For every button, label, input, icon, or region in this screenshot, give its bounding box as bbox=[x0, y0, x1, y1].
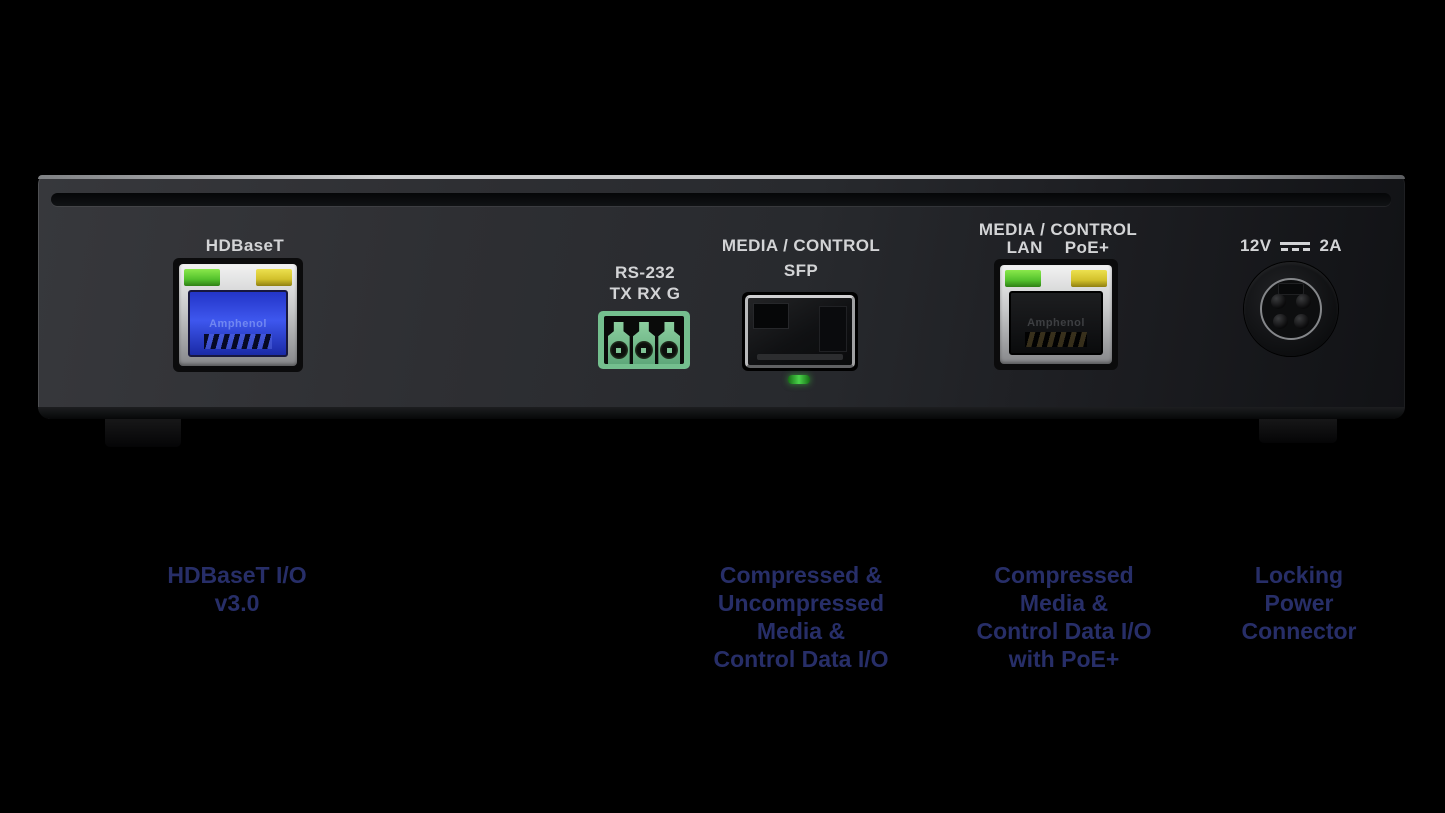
rj45-bezel: Amphenol bbox=[179, 264, 297, 366]
lan-down-arrow-icon bbox=[1026, 449, 1060, 556]
terminal-screw-hole bbox=[634, 341, 653, 359]
power-current-label: 2A bbox=[1319, 236, 1342, 255]
annotation-line: v3.0 bbox=[214, 590, 260, 616]
chassis-bottom-lip bbox=[38, 407, 1405, 419]
sfp-cage-frame bbox=[745, 295, 855, 368]
hdbaset-down-arrow-icon bbox=[203, 449, 237, 556]
power-pin bbox=[1273, 314, 1288, 329]
annotation-line: Media & bbox=[756, 618, 846, 644]
terminal-screw-hole bbox=[660, 341, 679, 359]
lan-up-arrow-icon bbox=[1063, 447, 1097, 554]
power-up-arrow-icon bbox=[1282, 448, 1316, 555]
connector-brand-text: Amphenol bbox=[209, 317, 267, 330]
locking-power-connector bbox=[1244, 262, 1338, 356]
terminal-screw-dot bbox=[616, 347, 622, 353]
annotation-line: Power bbox=[1264, 590, 1334, 616]
lan-poe-port: Amphenol bbox=[994, 259, 1118, 370]
chassis-top-edge bbox=[38, 175, 1405, 179]
annotation-line: HDBaseT I/O bbox=[167, 562, 307, 588]
activity-led-yellow-icon bbox=[1071, 270, 1107, 287]
device-foot-left bbox=[105, 415, 181, 447]
device-foot-right bbox=[1259, 415, 1337, 443]
rs232-pins-label: TX RX G bbox=[609, 284, 681, 303]
power-pin bbox=[1271, 294, 1286, 309]
rs232-label: RS-232 bbox=[614, 263, 676, 282]
terminal-screw-hole bbox=[609, 341, 628, 359]
power-connector-ring bbox=[1260, 278, 1322, 340]
connector-brand-text: Amphenol bbox=[1027, 317, 1085, 329]
dc-voltage-icon bbox=[1280, 241, 1311, 251]
terminal-pin-g bbox=[658, 322, 681, 364]
rj45-bezel: Amphenol bbox=[1000, 265, 1112, 364]
sfp-group-label: MEDIA / CONTROL bbox=[721, 236, 881, 255]
sfp-cage-recess bbox=[819, 306, 847, 352]
rj45-cavity: Amphenol bbox=[188, 290, 288, 357]
lan-label: LAN bbox=[1006, 238, 1043, 257]
sfp-cage-slot bbox=[757, 354, 843, 360]
rs232-terminal-block bbox=[598, 311, 690, 369]
rj45-contact-pins bbox=[204, 334, 272, 349]
power-label: 12V 2A bbox=[1208, 236, 1374, 256]
power-pin bbox=[1296, 294, 1311, 309]
terminal-block-inner bbox=[604, 316, 684, 364]
hdbaset-annotation: HDBaseT I/O v3.0 bbox=[97, 561, 377, 617]
power-voltage-label: 12V bbox=[1240, 236, 1272, 255]
annotation-line: Media & bbox=[1019, 590, 1109, 616]
sfp-annotation: Compressed & Uncompressed Media & Contro… bbox=[661, 561, 941, 673]
terminal-pin-tx bbox=[607, 322, 630, 364]
annotation-line: Locking bbox=[1254, 562, 1344, 588]
terminal-pin-rx bbox=[632, 322, 655, 364]
sfp-status-led-icon bbox=[788, 375, 810, 384]
terminal-screw-dot bbox=[641, 347, 647, 353]
hdbaset-label: HDBaseT bbox=[205, 236, 285, 255]
hdbaset-up-arrow-icon bbox=[239, 447, 273, 554]
annotation-line: with PoE+ bbox=[1008, 646, 1120, 672]
power-pin bbox=[1294, 314, 1309, 329]
sfp-up-arrow-icon bbox=[803, 447, 837, 554]
dc-dashed-line bbox=[1280, 247, 1310, 251]
rj45-cavity: Amphenol bbox=[1009, 291, 1103, 355]
rj45-contact-pins bbox=[1025, 332, 1087, 347]
sfp-cage-recess bbox=[753, 303, 789, 329]
annotation-line: Control Data I/O bbox=[976, 618, 1152, 644]
annotation-line: Compressed bbox=[994, 562, 1134, 588]
annotation-line: Uncompressed bbox=[717, 590, 885, 616]
activity-led-yellow-icon bbox=[256, 269, 292, 286]
annotation-line: Connector bbox=[1241, 618, 1357, 644]
lan-annotation: Compressed Media & Control Data I/O with… bbox=[924, 561, 1204, 673]
power-connector-notch bbox=[1278, 283, 1304, 295]
power-annotation: Locking Power Connector bbox=[1159, 561, 1439, 645]
terminal-screw-dot bbox=[666, 347, 672, 353]
link-led-green-icon bbox=[184, 269, 220, 286]
hdbaset-port: Amphenol bbox=[173, 258, 303, 372]
link-led-green-icon bbox=[1005, 270, 1041, 287]
sfp-label: SFP bbox=[783, 261, 819, 280]
lan-group-label: MEDIA / CONTROL bbox=[978, 220, 1138, 239]
poe-label: PoE+ bbox=[1064, 238, 1110, 257]
chassis-vent-slot bbox=[51, 193, 1391, 206]
sfp-cage bbox=[742, 292, 858, 371]
dc-solid-line bbox=[1280, 241, 1311, 245]
sfp-down-arrow-icon bbox=[766, 449, 800, 556]
device-rear-panel: HDBaseT Amphenol RS-232 TX RX G bbox=[38, 175, 1405, 419]
annotation-line: Control Data I/O bbox=[713, 646, 889, 672]
lan-sub-label: LAN PoE+ bbox=[958, 238, 1158, 258]
annotation-line: Compressed & bbox=[719, 562, 883, 588]
